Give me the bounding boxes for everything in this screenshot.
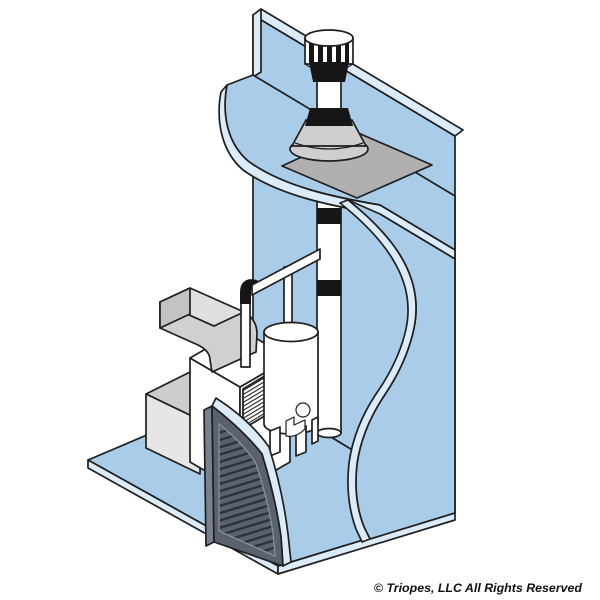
flashing-cone-rim	[294, 142, 364, 150]
cutaway-walls	[203, 199, 456, 567]
water-heater-drain-valve	[295, 402, 311, 418]
return-duct-front	[145, 393, 201, 475]
back-wall-left-edge	[252, 8, 262, 78]
vent-cap-top	[304, 29, 354, 47]
roof	[218, 29, 456, 260]
pipe-coupling-band-upper	[317, 208, 341, 224]
vent-cap	[304, 29, 354, 82]
pipe-coupling-band-lower	[317, 280, 341, 296]
water-heater	[263, 321, 319, 457]
side-wall-cut-edge	[339, 199, 417, 543]
vent-cap-louver-4	[336, 40, 341, 64]
vent-cap-louver-1	[309, 40, 314, 64]
water-heater-leg-left	[269, 426, 281, 457]
louvered-door-slats	[218, 422, 276, 557]
louvered-door	[203, 405, 284, 567]
furnace-flue-riser	[240, 298, 251, 368]
vent-cap-louver-2	[318, 40, 323, 64]
storm-collar	[305, 108, 353, 126]
vent-cap-collar	[309, 62, 349, 82]
vent-cap-louver-5	[345, 40, 349, 64]
equipment	[145, 248, 321, 492]
water-heater-leg-rear	[311, 416, 319, 445]
copyright-text: © Triopes, LLC All Rights Reserved	[374, 581, 583, 595]
water-heater-bracket	[285, 416, 306, 437]
b-vent-pipe-bottom	[316, 427, 342, 439]
vent-cap-louver-3	[327, 40, 332, 64]
vent-connector	[251, 248, 321, 296]
water-heater-top	[263, 321, 319, 343]
supply-duct-end	[159, 287, 191, 329]
